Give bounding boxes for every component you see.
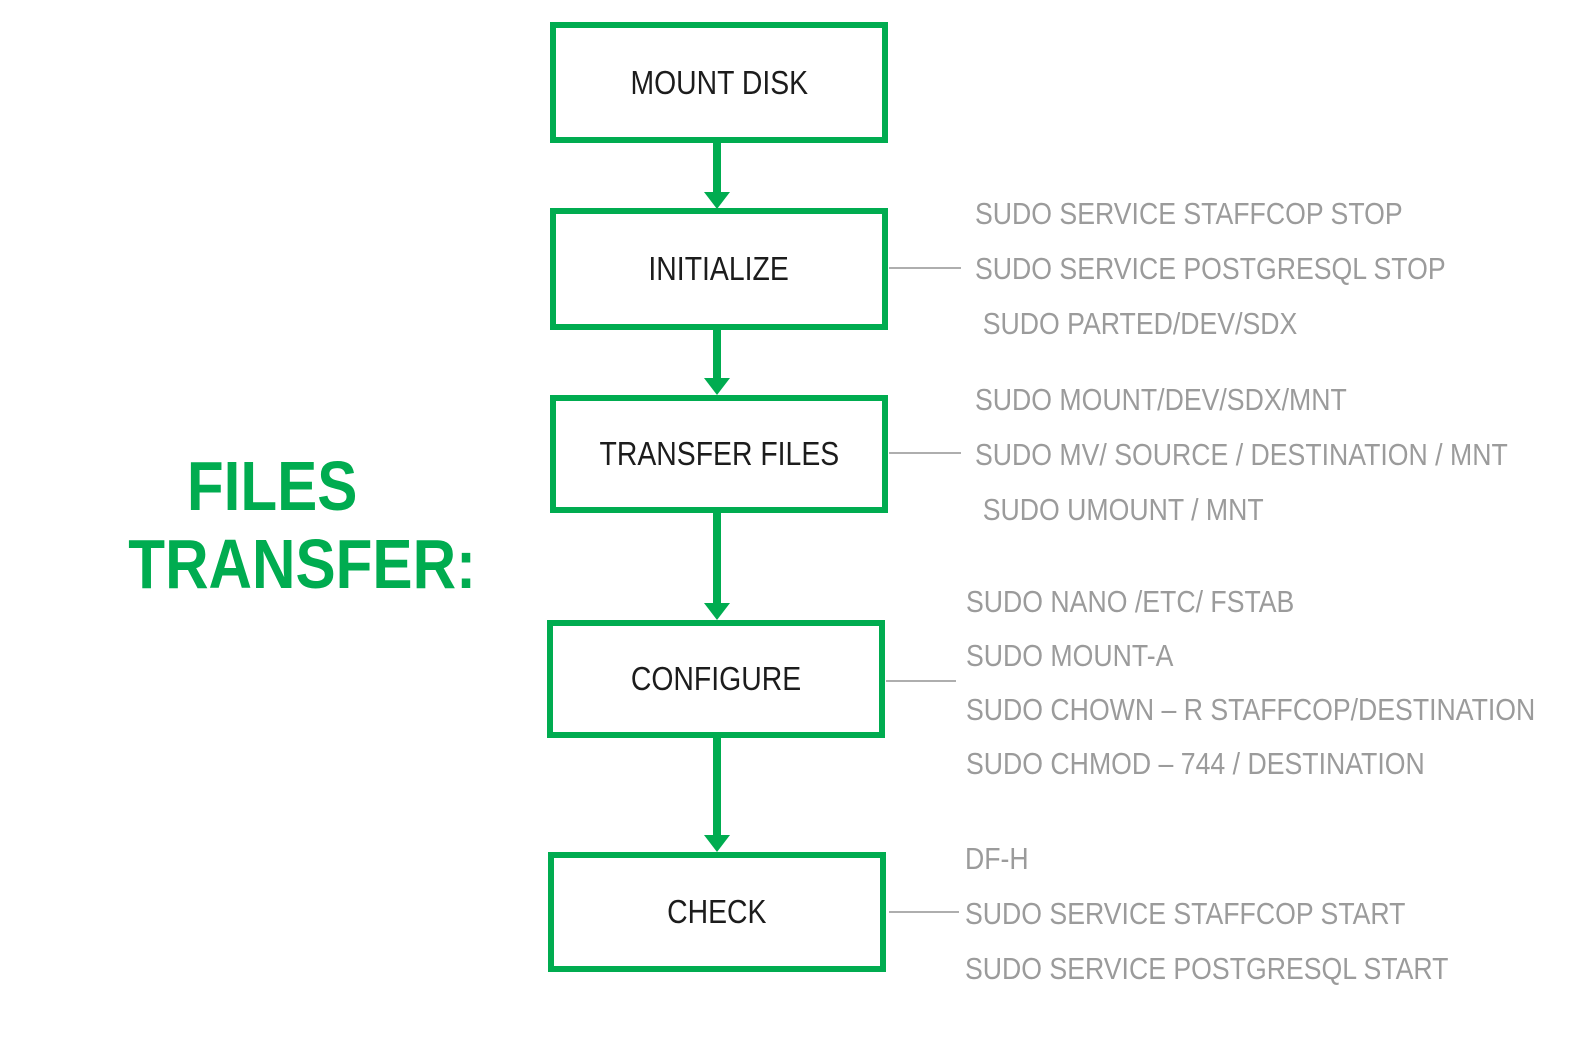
command-line: SUDO SERVICE STAFFCOP STOP [975,196,1403,231]
command-line: SUDO SERVICE POSTGRESQL START [965,951,1449,986]
flow-box-check: CHECK [548,852,886,972]
command-line: SUDO UMOUNT / MNT [982,492,1264,527]
connector-line-check [889,911,959,913]
flow-box-label-mount-disk: MOUNT DISK [630,63,808,101]
connector-line-transfer-files [889,452,961,454]
connector-line-initialize [889,267,961,269]
command-line: SUDO NANO /ETC/ FSTAB [966,584,1295,619]
flow-box-configure: CONFIGURE [547,620,885,738]
command-line: SUDO SERVICE STAFFCOP START [965,896,1406,931]
flow-box-label-configure: CONFIGURE [630,660,802,697]
command-line: SUDO MV/ SOURCE / DESTINATION / MNT [975,437,1508,472]
command-group-check: DF-H SUDO SERVICE STAFFCOP START SUDO SE… [965,831,1527,996]
flow-box-initialize: INITIALIZE [550,208,888,330]
flow-box-label-transfer-files: TRANSFER FILES [599,435,839,472]
flow-box-transfer-files: TRANSFER FILES [550,395,888,513]
command-line: SUDO PARTED/DEV/SDX [982,306,1298,341]
command-line: SUDO CHOWN – R STAFFCOP/DESTINATION [966,692,1536,727]
arrow-down-icon [713,143,721,195]
command-group-transfer-files: SUDO MOUNT/DEV/SDX/MNT SUDO MV/ SOURCE /… [975,372,1593,537]
flow-box-mount-disk: MOUNT DISK [550,22,888,143]
arrow-down-icon [713,513,721,605]
flow-box-label-initialize: INITIALIZE [648,250,790,287]
diagram-title-line-2: TRANSFER: [128,525,477,603]
arrow-down-icon [713,738,721,837]
arrow-down-head-icon [704,603,730,620]
command-line: SUDO MOUNT-A [966,638,1174,673]
command-line: SUDO MOUNT/DEV/SDX/MNT [975,382,1347,417]
command-group-initialize: SUDO SERVICE STAFFCOP STOP SUDO SERVICE … [975,186,1522,351]
diagram-title-line-1: FILES [187,447,358,525]
flow-box-label-check: CHECK [667,893,767,930]
arrow-down-head-icon [704,192,730,209]
command-line: SUDO SERVICE POSTGRESQL STOP [975,251,1446,286]
arrow-down-head-icon [704,835,730,852]
connector-line-configure [886,680,956,682]
arrow-down-icon [713,330,721,379]
diagram-title: FILES TRANSFER: [100,447,477,603]
arrow-down-head-icon [704,378,730,395]
command-group-configure: SUDO NANO /ETC/ FSTAB SUDO MOUNT-A SUDO … [966,575,1593,791]
command-line: DF-H [965,841,1029,876]
command-line: SUDO CHMOD – 744 / DESTINATION [966,746,1425,781]
